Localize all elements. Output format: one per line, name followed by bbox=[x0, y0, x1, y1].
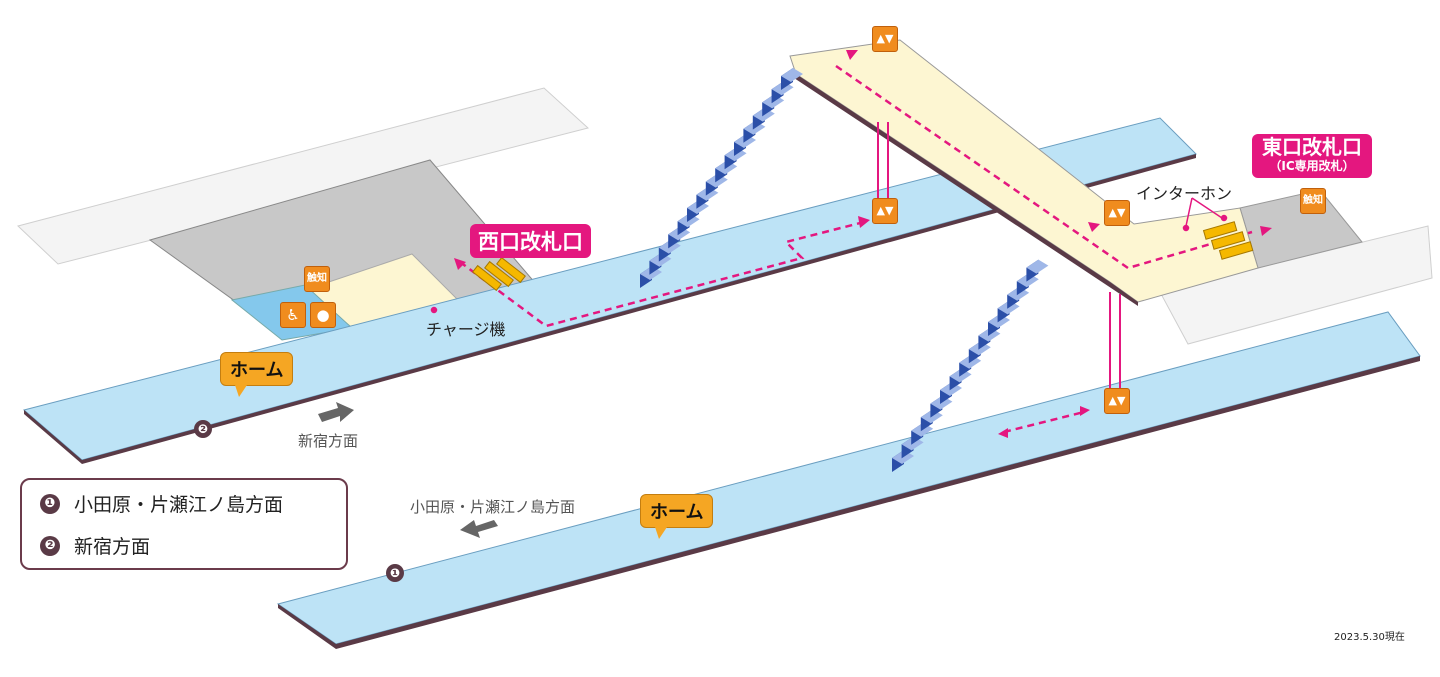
platform-number-2: ❷ bbox=[194, 420, 212, 438]
legend-text-2: 新宿方面 bbox=[74, 536, 151, 558]
accessible-route bbox=[459, 64, 1253, 434]
direction-arrow-odawara bbox=[460, 520, 498, 538]
platform-1-front-edge bbox=[336, 356, 1420, 649]
direction-odawara-label: 小田原・片瀬江ノ島方面 bbox=[410, 498, 576, 516]
wheelchair-icon: ♿ bbox=[280, 302, 306, 328]
stairs-west bbox=[640, 68, 803, 288]
east-gate-title: 東口改札口 bbox=[1262, 135, 1362, 159]
stairs-east bbox=[892, 259, 1049, 472]
elevator-shafts bbox=[877, 122, 1121, 392]
route-arrowheads bbox=[454, 50, 1272, 438]
intercom-label: インターホン bbox=[1136, 184, 1233, 203]
legend-number-2: ❷ bbox=[40, 535, 60, 556]
platform-2-front-edge bbox=[82, 154, 1196, 464]
charge-machine-label: チャージ機 bbox=[426, 320, 506, 339]
east-gate-label: 東口改札口 （IC専用改札） bbox=[1252, 134, 1372, 178]
elevator-icon: ▲▼ bbox=[872, 26, 898, 52]
legend-box: ❶ 小田原・片瀬江ノ島方面 ❷ 新宿方面 bbox=[20, 478, 348, 570]
overhead-concourse-edge bbox=[794, 74, 1138, 306]
platform-number-1: ❶ bbox=[386, 564, 404, 582]
ticket-gate-west bbox=[472, 256, 526, 292]
elevator-icon: ▲▼ bbox=[872, 198, 898, 224]
legend-text-1: 小田原・片瀬江ノ島方面 bbox=[74, 494, 284, 516]
platform-1-label: ホーム bbox=[640, 494, 714, 539]
toilet-icon: ● bbox=[310, 302, 336, 328]
stair-tread bbox=[781, 68, 803, 82]
platform-2-label: ホーム bbox=[220, 352, 294, 397]
direction-arrow-shinjuku bbox=[318, 402, 354, 422]
ticket-gate-east bbox=[1202, 221, 1254, 260]
tactile-map-icon: 触知 bbox=[304, 266, 330, 292]
date-label: 2023.5.30現在 bbox=[1334, 632, 1405, 643]
elevator-icon: ▲▼ bbox=[1104, 388, 1130, 414]
platform-2-edge bbox=[24, 410, 82, 464]
elevator-icon: ▲▼ bbox=[1104, 200, 1130, 226]
legend-row-2: ❷ 新宿方面 bbox=[40, 532, 150, 559]
platform-1-edge bbox=[278, 604, 336, 649]
west-gate-label: 西口改札口 bbox=[470, 224, 591, 258]
pointer-lines bbox=[430, 197, 1228, 314]
tactile-map-icon: 触知 bbox=[1300, 188, 1326, 214]
legend-number-1: ❶ bbox=[40, 493, 60, 514]
direction-shinjuku-label: 新宿方面 bbox=[298, 432, 359, 450]
stair-tread bbox=[1026, 259, 1049, 274]
legend-row-1: ❶ 小田原・片瀬江ノ島方面 bbox=[40, 490, 283, 517]
track-strip-top bbox=[17, 87, 590, 265]
east-gate-note: （IC専用改札） bbox=[1269, 159, 1355, 173]
overhead-concourse bbox=[789, 39, 1259, 303]
